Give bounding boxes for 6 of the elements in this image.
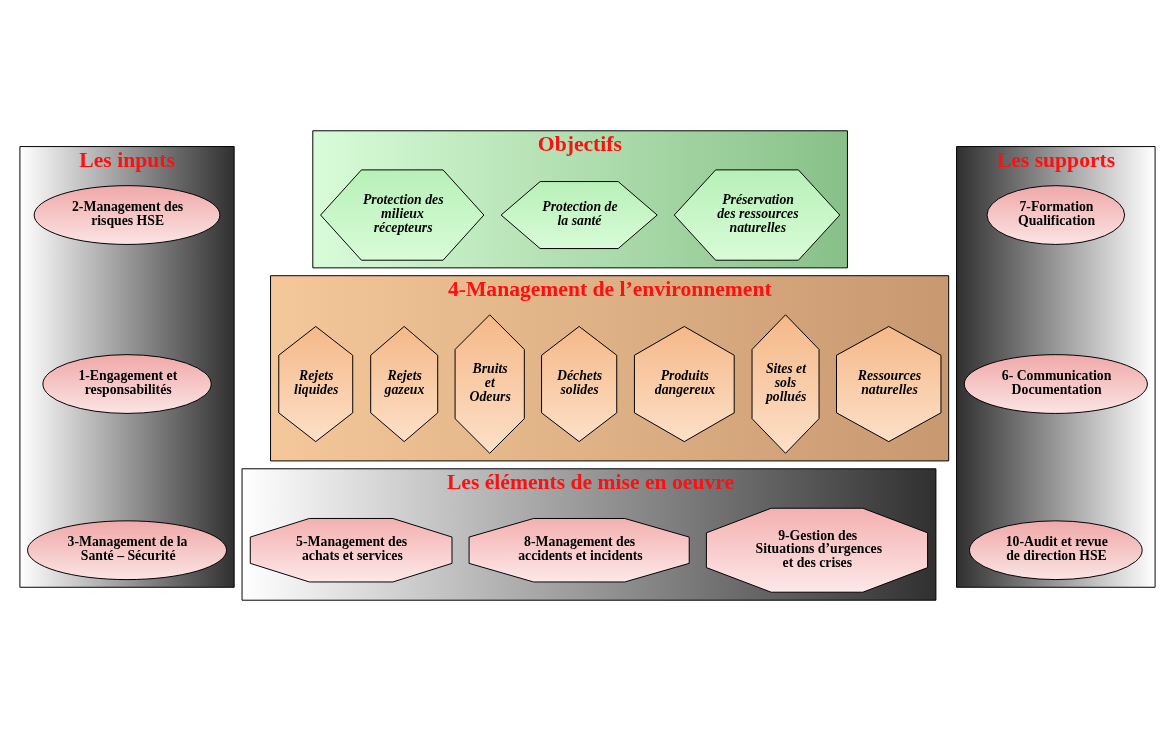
- node-ellipse: 10-Audit et revue de direction HSE: [969, 520, 1143, 581]
- node-ellipse: 7-Formation Qualification: [986, 185, 1126, 245]
- node-ellipse: 1-Engagement et responsabilités: [42, 354, 212, 414]
- node-ellipse: 2-Management des risques HSE: [33, 185, 221, 245]
- node-ellipse: 6- Communication Documentation: [963, 354, 1148, 414]
- node-ellipse: 3-Management de la Santé – Sécurité: [27, 520, 227, 581]
